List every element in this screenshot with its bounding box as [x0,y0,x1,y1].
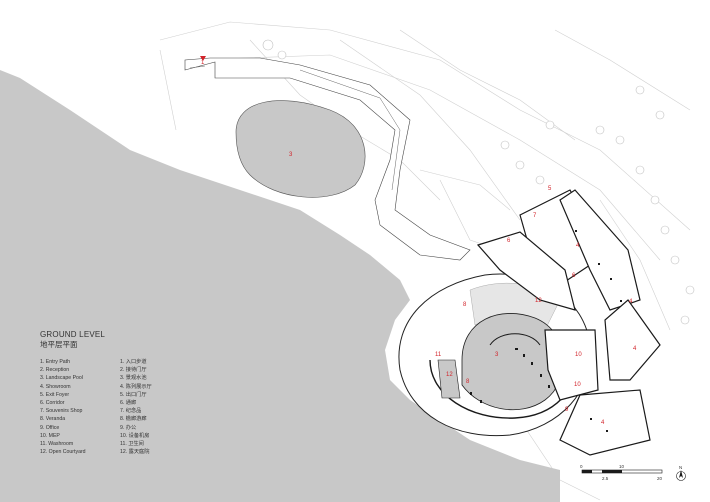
wall-columns [470,230,622,432]
room-tag: 6 [572,273,576,279]
north-arrow-icon: N [676,465,686,481]
legend-item-zh: 12. 露天庭院 [120,449,150,456]
room-tag: 8 [466,379,470,385]
legend-item-en: 4. Showroom [40,383,71,390]
entry-path [184,57,471,261]
legend-item-zh: 8. 檐廊游廊 [120,416,147,423]
scale-bar: 0 2.5 10 20 [580,464,663,481]
room-tag: 4 [629,299,633,305]
legend-item: 11. Washroom 11. 卫生间 [40,440,152,448]
landscape-water-area [0,70,560,502]
room-tag: 7 [533,213,537,219]
legend-item: 12. Open Courtyard 12. 露天庭院 [40,448,152,456]
room-tag: 3 [495,352,499,358]
legend-item-en: 2. Reception [40,367,70,374]
legend-item-zh: 3. 景观水池 [120,375,147,382]
legend-item: 1. Entry Path 1. 入口步道 [40,358,152,366]
legend-item-zh: 4. 陈列展示厅 [120,383,152,390]
legend-item-en: 12. Open Courtyard [40,449,86,456]
upper-pool [235,100,366,198]
entry-path-inner [189,65,401,191]
legend-title: GROUND LEVEL [40,330,106,339]
room-tag: 4 [601,420,605,426]
legend-item: 9. Office 9. 办公 [40,424,152,432]
scale-mark: 0 [580,464,583,469]
legend-item: 10. MEP 10. 设备机房 [40,432,152,440]
room-tag: 3 [289,152,293,158]
site-trees [262,39,695,325]
legend-item-zh: 1. 入口步道 [120,359,147,365]
scale-mark: 10 [619,464,625,469]
legend-item: 8. Veranda 8. 檐廊游廊 [40,415,152,423]
legend-item-zh: 2. 接待门厅 [120,367,147,374]
showroom-wings [476,189,661,456]
legend-item: 5. Exit Foyer 5. 出口门厅 [40,391,152,399]
room-tag: 12 [446,372,453,378]
legend-item-en: 3. Landscape Pool [40,375,83,382]
legend-item-en: 9. Office [40,424,60,431]
inner-spiral-wall [489,333,541,346]
entry-marker-icon [200,56,206,61]
legend-item: 3. Landscape Pool 3. 景观水池 [40,374,152,382]
legend-item-en: 1. Entry Path [40,359,70,365]
room-tag: 12 [535,298,542,304]
legend-item-en: 11. Washroom [40,440,74,447]
legend-item-en: 6. Corridor [40,399,65,406]
legend-item-en: 7. Souvenirs Shop [40,408,83,415]
room-tag: 9 [565,407,569,413]
room-tag: 11 [435,352,442,358]
room-tag: 5 [548,186,552,192]
legend-item-en: 10. MEP [40,432,60,439]
legend-item-zh: 7. 纪念品 [120,408,142,415]
legend-item-zh: 11. 卫生间 [120,440,144,447]
north-label: N [679,465,682,470]
legend-subtitle: 地平层平面 [40,340,78,349]
legend-item-zh: 9. 办公 [120,424,137,431]
legend-item: 6. Corridor 6. 通廊 [40,399,152,407]
veranda-inner [437,359,461,399]
room-tag: 4 [633,346,637,352]
legend-item-zh: 6. 通廊 [120,399,137,406]
scale-mark: 20 [657,476,663,481]
room-tag: 6 [507,238,511,244]
legend-item: 7. Souvenirs Shop 7. 纪念品 [40,407,152,415]
scale-mark: 2.5 [602,476,609,481]
legend-item: 4. Showroom 4. 陈列展示厅 [40,383,152,391]
room-tag: 8 [463,302,467,308]
legend-item-en: 5. Exit Foyer [40,391,70,398]
room-tag: 10 [575,352,582,358]
room-tag: 4 [576,243,580,249]
legend-item-zh: 5. 出口门厅 [120,391,147,398]
legend-item-en: 8. Veranda [40,416,66,423]
room-tags: 1 3 3 5 6 6 7 4 4 4 4 8 8 9 10 10 11 12 … [201,60,637,426]
room-tag: 1 [201,60,205,66]
room-tag: 10 [574,382,581,388]
legend-item: 2. Reception 2. 接待门厅 [40,366,152,374]
legend-item-zh: 10. 设备机房 [120,432,150,439]
